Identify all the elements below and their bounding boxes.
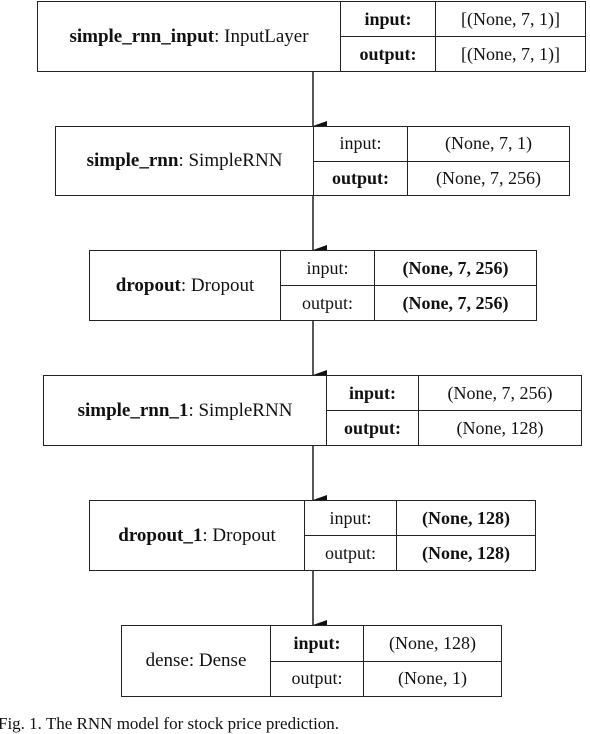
input-shape: (None, 7, 1) bbox=[445, 133, 532, 154]
io-values: (None, 7, 1) (None, 7, 256) bbox=[408, 127, 569, 195]
output-label: output: bbox=[271, 660, 363, 697]
io-labels: input: output: bbox=[281, 251, 375, 320]
output-shape: (None, 1) bbox=[364, 660, 501, 697]
output-label: output: bbox=[327, 410, 418, 445]
io-values: (None, 128) (None, 1) bbox=[364, 626, 501, 696]
output-shape: (None, 7, 256) bbox=[375, 285, 536, 320]
input-shape: (None, 7, 256) bbox=[447, 382, 553, 403]
layer-name: dropout bbox=[115, 274, 181, 296]
layer-title: dense: Dense bbox=[122, 626, 271, 696]
io-values: (None, 7, 256) (None, 128) bbox=[419, 376, 581, 445]
layer-type: Dropout bbox=[212, 524, 276, 546]
output-label: output: bbox=[281, 285, 374, 320]
output-label: output: bbox=[305, 535, 396, 570]
layer-name: simple_rnn_1 bbox=[77, 399, 189, 421]
layer-node: simple_rnn_input: InputLayer input: outp… bbox=[37, 1, 586, 72]
layer-type: Dense bbox=[198, 650, 247, 671]
output-shape: (None, 128) bbox=[397, 535, 535, 570]
layer-node: simple_rnn_1: SimpleRNN input: output: (… bbox=[43, 375, 582, 446]
output-shape: [(None, 7, 1)] bbox=[436, 36, 585, 71]
layer-title: dropout: Dropout bbox=[90, 251, 281, 320]
layer-node: simple_rnn: SimpleRNN input: output: (No… bbox=[55, 126, 570, 196]
layer-node: dense: Dense input: output: (None, 128) … bbox=[121, 625, 502, 697]
input-shape: [(None, 7, 1)] bbox=[461, 8, 560, 29]
layer-title: simple_rnn_input: InputLayer bbox=[38, 2, 341, 71]
input-shape: (None, 128) bbox=[422, 507, 510, 528]
layer-title: simple_rnn_1: SimpleRNN bbox=[44, 376, 327, 445]
layer-name: simple_rnn bbox=[86, 150, 179, 171]
layer-name: dropout_1 bbox=[118, 524, 203, 546]
layer-title: dropout_1: Dropout bbox=[90, 501, 305, 570]
io-labels: input: output: bbox=[341, 2, 436, 71]
io-values: (None, 7, 256) (None, 7, 256) bbox=[375, 251, 536, 320]
layer-name: dense bbox=[145, 650, 189, 671]
output-label: output: bbox=[341, 36, 435, 71]
output-shape: (None, 128) bbox=[419, 410, 581, 445]
io-labels: input: output: bbox=[305, 501, 397, 570]
input-label: input: bbox=[306, 257, 349, 278]
io-values: (None, 128) (None, 128) bbox=[397, 501, 535, 570]
output-label: output: bbox=[314, 160, 407, 196]
input-label: input: bbox=[348, 382, 397, 403]
layer-type: SimpleRNN bbox=[198, 399, 293, 421]
layer-type: Dropout bbox=[190, 274, 255, 296]
input-label: input: bbox=[339, 133, 382, 154]
layer-type: SimpleRNN bbox=[188, 150, 283, 171]
io-values: [(None, 7, 1)] [(None, 7, 1)] bbox=[436, 2, 585, 71]
layer-type: InputLayer bbox=[224, 25, 309, 47]
input-shape: (None, 7, 256) bbox=[402, 257, 509, 278]
input-shape: (None, 128) bbox=[389, 632, 476, 653]
layer-name: simple_rnn_input bbox=[69, 25, 215, 47]
io-labels: input: output: bbox=[271, 626, 364, 696]
input-label: input: bbox=[364, 8, 412, 29]
io-labels: input: output: bbox=[314, 127, 408, 195]
layer-node: dropout_1: Dropout input: output: (None,… bbox=[89, 500, 536, 571]
output-shape: (None, 7, 256) bbox=[408, 160, 569, 196]
layer-node: dropout: Dropout input: output: (None, 7… bbox=[89, 250, 537, 321]
figure-caption: Fig. 1. The RNN model for stock price pr… bbox=[0, 714, 340, 733]
layer-title: simple_rnn: SimpleRNN bbox=[56, 127, 314, 195]
input-label: input: bbox=[329, 507, 372, 528]
io-labels: input: output: bbox=[327, 376, 419, 445]
input-label: input: bbox=[293, 632, 341, 653]
